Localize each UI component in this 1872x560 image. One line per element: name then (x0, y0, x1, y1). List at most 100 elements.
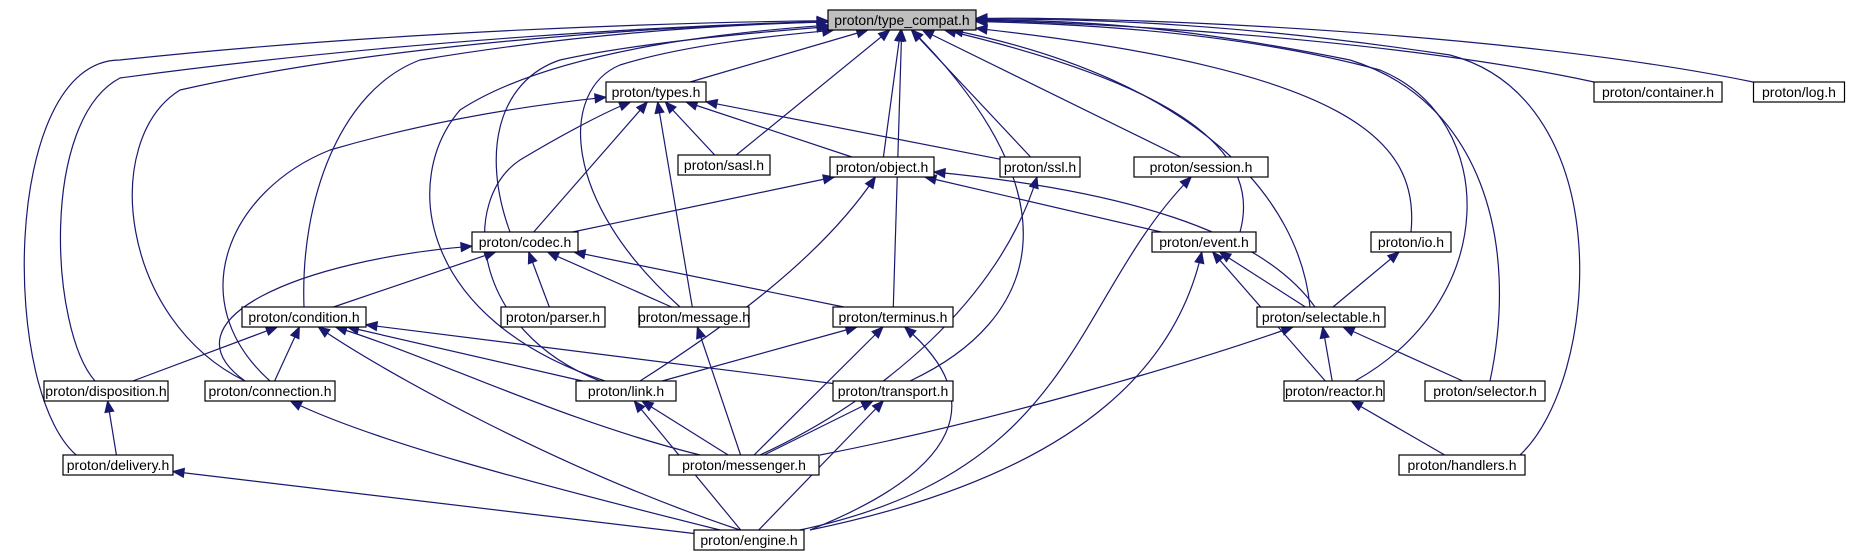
edge-connection-to-type_compat (131, 21, 829, 382)
node-box (1256, 306, 1386, 328)
node-selector[interactable]: proton/selector.h (1424, 380, 1546, 402)
node-box (1133, 156, 1269, 178)
node-event[interactable]: proton/event.h (1151, 231, 1257, 253)
edge-ssl-to-types-arrowhead (704, 98, 719, 110)
node-io[interactable]: proton/io.h (1370, 231, 1452, 253)
node-selectable[interactable]: proton/selectable.h (1256, 306, 1386, 328)
node-sasl[interactable]: proton/sasl.h (677, 154, 771, 176)
node-box (1283, 380, 1385, 402)
edge-message-to-codec-arrowhead (546, 251, 561, 262)
edge-messenger-to-selectable (819, 326, 1294, 456)
node-box (62, 454, 174, 476)
node-label: proton/link.h (588, 383, 664, 399)
edge-selectable-to-type_compat (951, 29, 1311, 308)
edge-engine-to-link-arrowhead (633, 399, 646, 414)
edge-messenger-to-message-arrowhead (696, 325, 707, 340)
node-engine[interactable]: proton/engine.h (693, 529, 805, 551)
node-label: proton/condition.h (248, 309, 359, 325)
edge-delivery-to-type_compat-arrowhead (816, 15, 830, 27)
node-condition[interactable]: proton/condition.h (241, 306, 367, 328)
node-label: proton/messenger.h (682, 457, 806, 473)
edge-sasl-to-type_compat-arrowhead (877, 29, 891, 42)
node-box (1424, 380, 1546, 402)
edge-connection-to-codec-arrowhead (460, 241, 474, 253)
edge-handlers-to-reactor (1350, 400, 1446, 456)
edge-selectable-to-object-arrowhead (932, 167, 946, 179)
node-box (605, 81, 707, 103)
node-label: proton/types.h (612, 84, 701, 100)
edge-codec-to-type_compat (495, 26, 829, 233)
edge-transport-to-type_compat-arrowhead (910, 29, 924, 42)
edge-engine-to-event (809, 251, 1203, 531)
edge-selectable-to-object (933, 171, 1316, 308)
edge-io-to-type_compat-arrowhead (974, 24, 989, 35)
edge-handlers-to-type_compat (975, 18, 1581, 456)
edge-disposition-to-condition (132, 326, 278, 382)
node-parser[interactable]: proton/parser.h (500, 306, 606, 328)
edge-messenger-to-transport-arrowhead (860, 400, 875, 411)
node-label: proton/connection.h (209, 383, 332, 399)
edge-engine-to-session-arrowhead (1179, 176, 1193, 189)
node-type-compat[interactable]: proton/type_compat.h (827, 9, 977, 31)
node-box (638, 306, 750, 328)
node-object[interactable]: proton/object.h (829, 156, 935, 178)
edge-messenger-to-ssl-arrowhead (1028, 175, 1039, 190)
node-handlers[interactable]: proton/handlers.h (1398, 454, 1526, 476)
edge-messenger-to-link (641, 400, 729, 456)
edge-engine-to-condition (317, 326, 741, 531)
node-box (827, 9, 977, 31)
edge-terminus-to-type_compat-arrowhead (896, 28, 907, 42)
edge-session-to-type_compat (922, 29, 1181, 158)
edge-session-to-type_compat-arrowhead (921, 29, 935, 40)
node-box (575, 380, 677, 402)
edge-reactor-to-selectable-arrowhead (1319, 325, 1330, 340)
edge-codec-to-types-arrowhead (635, 101, 649, 115)
node-container[interactable]: proton/container.h (1593, 81, 1723, 103)
edge-transport-to-type_compat (909, 29, 1024, 382)
edge-engine-to-terminus (809, 326, 953, 531)
edge-reactor-to-type_compat (975, 20, 1468, 382)
edge-sasl-to-type_compat (735, 29, 891, 156)
node-label: proton/container.h (1602, 84, 1714, 100)
node-messenger[interactable]: proton/messenger.h (668, 454, 820, 476)
node-box (1752, 81, 1846, 103)
edge-selectable-to-io (1332, 251, 1400, 308)
node-layer: proton/type_compat.h proton/types.h proton… (43, 9, 1846, 551)
node-label: proton/object.h (836, 159, 929, 175)
node-delivery[interactable]: proton/delivery.h (62, 454, 174, 476)
node-disposition[interactable]: proton/disposition.h (43, 380, 169, 402)
edge-codec-to-object (572, 176, 835, 233)
edge-object-to-type_compat (882, 29, 902, 158)
edge-selectable-to-io-arrowhead (1386, 251, 1401, 264)
node-label: proton/transport.h (838, 383, 949, 399)
node-types[interactable]: proton/types.h (605, 81, 707, 103)
edge-transport-to-condition-arrowhead (364, 321, 379, 332)
node-reactor[interactable]: proton/reactor.h (1283, 380, 1385, 402)
edge-io-to-type_compat (975, 27, 1413, 233)
edge-link-to-types-arrowhead (617, 101, 632, 112)
edge-ssl-to-types (705, 101, 1001, 160)
node-codec[interactable]: proton/codec.h (471, 231, 579, 253)
edge-engine-to-event-arrowhead (1194, 250, 1205, 265)
node-ssl[interactable]: proton/ssl.h (999, 156, 1081, 178)
node-session[interactable]: proton/session.h (1133, 156, 1269, 178)
node-link[interactable]: proton/link.h (575, 380, 677, 402)
node-box (43, 380, 169, 402)
node-log[interactable]: proton/log.h (1752, 81, 1846, 103)
node-box (677, 154, 771, 176)
node-connection[interactable]: proton/connection.h (204, 380, 336, 402)
edge-reactor-to-event-arrowhead (1211, 251, 1225, 265)
node-box (1370, 231, 1452, 253)
node-box (1398, 454, 1526, 476)
node-message[interactable]: proton/message.h (638, 306, 750, 328)
node-box (500, 306, 606, 328)
node-box (693, 529, 805, 551)
edge-message-to-types-arrowhead (654, 100, 665, 115)
node-terminus[interactable]: proton/terminus.h (832, 306, 954, 328)
edge-condition-to-codec (333, 251, 496, 308)
node-transport[interactable]: proton/transport.h (832, 380, 954, 402)
node-label: proton/session.h (1150, 159, 1253, 175)
node-label: proton/type_compat.h (834, 12, 969, 28)
node-box (1151, 231, 1257, 253)
edge-layer (23, 13, 1754, 535)
